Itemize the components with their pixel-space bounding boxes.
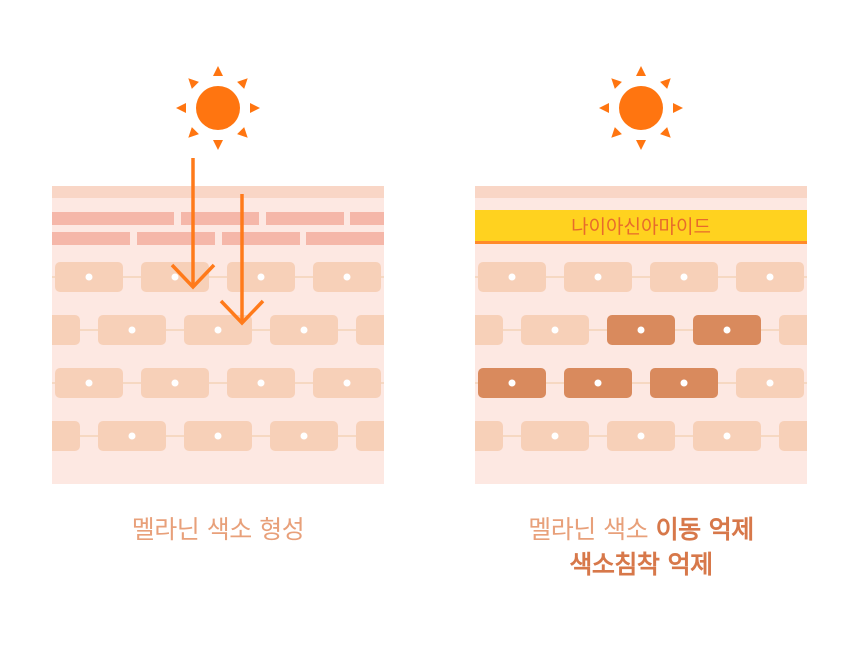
cell-nucleus	[85, 379, 93, 387]
cell-nucleus	[343, 379, 351, 387]
cell-nucleus	[343, 273, 351, 281]
sun-ray	[250, 103, 260, 113]
sun-ray	[188, 78, 199, 89]
skin-cell	[475, 421, 503, 451]
sun-ray	[213, 140, 223, 150]
cell-nucleus	[594, 273, 602, 281]
down-arrow-icon	[170, 158, 216, 290]
skin-cell	[356, 421, 384, 451]
skin-cell	[475, 315, 503, 345]
sun-ray	[636, 140, 646, 150]
stratum-brick	[181, 212, 259, 225]
cell-nucleus	[594, 379, 602, 387]
sun-ray	[673, 103, 683, 113]
sun-ray	[188, 127, 199, 138]
top-skin-layer	[52, 186, 384, 198]
stratum-brick	[52, 232, 130, 245]
sun-ray	[611, 127, 622, 138]
sun-ray	[611, 78, 622, 89]
sun-ray	[660, 127, 671, 138]
cell-nucleus	[766, 273, 774, 281]
cell-nucleus	[680, 273, 688, 281]
cell-nucleus	[128, 432, 136, 440]
cell-nucleus	[551, 432, 559, 440]
right-caption-line2: 색소침착 억제	[569, 550, 713, 579]
cell-nucleus	[300, 432, 308, 440]
skin-cell	[356, 315, 384, 345]
sun-ray	[636, 66, 646, 76]
sun-ray	[599, 103, 609, 113]
cell-nucleus	[551, 326, 559, 334]
sun-ray	[660, 78, 671, 89]
cell-nucleus	[680, 379, 688, 387]
stratum-brick	[137, 232, 215, 245]
cell-nucleus	[300, 326, 308, 334]
cell-nucleus	[508, 379, 516, 387]
right-caption-part1: 멜라닌 색소	[528, 515, 656, 544]
cell-nucleus	[257, 379, 265, 387]
cell-nucleus	[508, 273, 516, 281]
skin-cell	[52, 315, 80, 345]
cell-nucleus	[766, 379, 774, 387]
cell-nucleus	[128, 326, 136, 334]
skin-cell	[52, 421, 80, 451]
cell-nucleus	[85, 273, 93, 281]
cell-nucleus	[637, 432, 645, 440]
left-caption: 멜라닌 색소 형성	[52, 512, 384, 547]
sun-icon	[176, 66, 260, 150]
stratum-brick	[96, 212, 174, 225]
cell-nucleus	[257, 273, 265, 281]
skin-cell	[779, 315, 807, 345]
stratum-brick	[306, 232, 384, 245]
cell-nucleus	[171, 379, 179, 387]
niacinamide-band-edge	[475, 241, 807, 244]
sun-icon	[599, 66, 683, 150]
niacinamide-label: 나이아신아마이드	[571, 216, 711, 238]
stratum-brick	[390, 232, 468, 245]
left-skin-panel	[52, 186, 468, 484]
right-caption: 멜라닌 색소 이동 억제 색소침착 억제	[475, 512, 807, 582]
skin-cells	[52, 262, 384, 451]
cell-nucleus	[214, 326, 222, 334]
skin-cell	[779, 421, 807, 451]
niacinamide-band	[475, 210, 807, 242]
down-arrow-icon	[219, 194, 265, 326]
stratum-brick	[350, 212, 384, 225]
sun-ray	[176, 103, 186, 113]
stratum-brick	[222, 232, 300, 245]
sun-ray	[237, 78, 248, 89]
sun-ray	[213, 66, 223, 76]
cell-nucleus	[214, 432, 222, 440]
stratum-brick	[266, 212, 344, 225]
sun-ray	[237, 127, 248, 138]
cell-nucleus	[171, 273, 179, 281]
skin-cells	[475, 262, 807, 451]
top-skin-layer	[475, 186, 807, 198]
right-skin-panel	[475, 186, 807, 484]
right-caption-part2: 이동 억제	[655, 515, 755, 544]
cell-nucleus	[723, 432, 731, 440]
cell-nucleus	[723, 326, 731, 334]
left-caption-text: 멜라닌 색소 형성	[131, 515, 305, 544]
cell-nucleus	[637, 326, 645, 334]
